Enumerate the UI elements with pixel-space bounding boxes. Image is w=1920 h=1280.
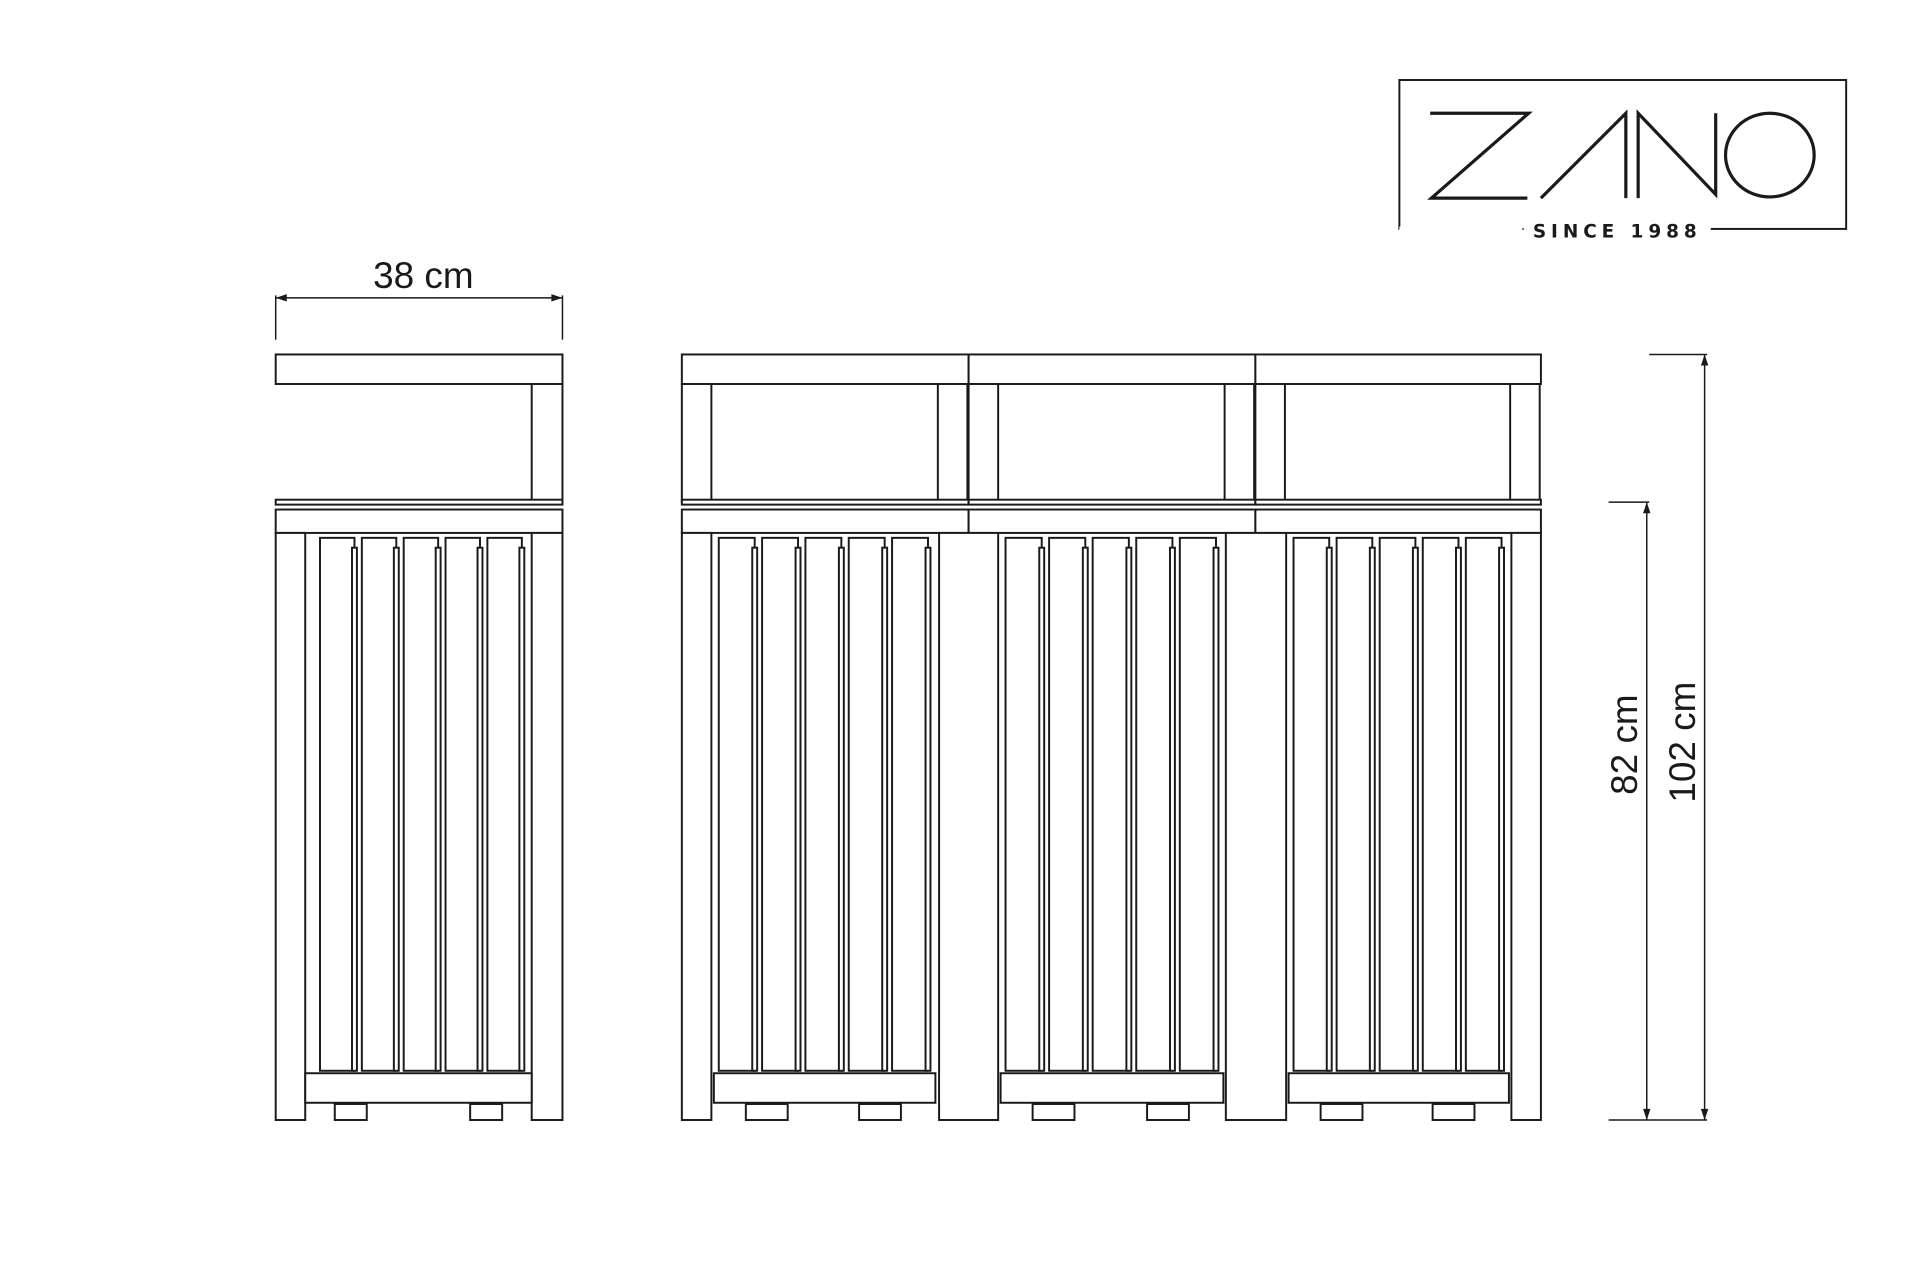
lid-plate	[1254, 498, 1542, 506]
slat-gap	[1168, 546, 1176, 1072]
slat-gap	[881, 546, 889, 1072]
top-lid	[1254, 353, 1542, 385]
slat	[1464, 536, 1503, 1072]
slat	[1178, 536, 1217, 1072]
top-post	[936, 383, 969, 504]
center-post	[938, 531, 1000, 1121]
slat-gap	[1212, 546, 1220, 1072]
slat-gap	[1455, 546, 1462, 1072]
top-lid	[680, 353, 970, 385]
slat-gap	[1325, 546, 1333, 1072]
slat-gap	[476, 546, 484, 1072]
slat	[444, 536, 481, 1072]
slat-gap	[518, 546, 526, 1072]
slat-gap	[924, 546, 932, 1072]
leg	[680, 531, 713, 1121]
foot	[858, 1103, 902, 1121]
slat-gap	[392, 546, 400, 1072]
lid-plate	[680, 498, 970, 506]
frame-top-rail	[680, 508, 970, 534]
slat-gap	[1038, 546, 1046, 1072]
slat	[1421, 536, 1460, 1072]
zano-logo: SINCE 1988	[1398, 79, 1848, 243]
slat	[717, 536, 756, 1072]
frame-top-rail	[967, 508, 1257, 534]
foot	[1146, 1103, 1190, 1121]
slat	[804, 536, 843, 1072]
foot	[469, 1103, 504, 1121]
slat	[1048, 536, 1087, 1072]
logo-tagline: SINCE 1988	[1533, 222, 1702, 243]
front-view	[680, 353, 1542, 1121]
slat-gap	[351, 546, 358, 1072]
foot	[744, 1103, 789, 1121]
slat-gap	[1368, 546, 1376, 1072]
height-dimensions: 82 cm 102 cm	[1604, 353, 1709, 1121]
side-view: 38 cm	[274, 255, 564, 1121]
slat	[1091, 536, 1130, 1072]
center-post	[1224, 531, 1288, 1121]
slat-gap	[434, 546, 442, 1072]
slat	[486, 536, 523, 1072]
slat	[1335, 536, 1374, 1072]
slat	[1378, 536, 1417, 1072]
frame-top-rail	[1254, 508, 1542, 534]
leg	[274, 531, 307, 1121]
bottom-rail	[1287, 1072, 1510, 1104]
top-post	[680, 383, 713, 504]
slat-gap	[1498, 546, 1505, 1072]
leg	[530, 531, 564, 1121]
total-height-label: 102 cm	[1662, 682, 1703, 803]
slat	[1135, 536, 1174, 1072]
foot	[1031, 1103, 1076, 1121]
slat-gap	[1411, 546, 1419, 1072]
leg	[1510, 531, 1542, 1121]
slat	[1292, 536, 1331, 1072]
bottom-rail	[304, 1072, 533, 1104]
top-post	[1223, 383, 1256, 504]
lid-plate	[967, 498, 1257, 506]
top-post	[967, 383, 1000, 504]
width-dimension-label: 38 cm	[373, 255, 474, 296]
top-post	[1254, 383, 1286, 504]
slat	[1004, 536, 1043, 1072]
bottom-rail	[712, 1072, 937, 1104]
slat	[847, 536, 886, 1072]
slat	[402, 536, 440, 1072]
slat-gap	[794, 546, 802, 1072]
foot	[1319, 1103, 1364, 1121]
slat	[319, 536, 356, 1072]
body-height-label: 82 cm	[1604, 694, 1645, 795]
slat-gap	[1125, 546, 1133, 1072]
top-post	[1509, 383, 1541, 504]
slat-gap	[1081, 546, 1089, 1072]
foot	[333, 1103, 368, 1121]
slat-gap	[751, 546, 759, 1072]
bottom-rail	[999, 1072, 1225, 1104]
top-lid	[967, 353, 1257, 385]
slat	[360, 536, 398, 1072]
slat-gap	[837, 546, 845, 1072]
foot	[1431, 1103, 1476, 1121]
slat	[761, 536, 800, 1072]
slat	[891, 536, 929, 1072]
